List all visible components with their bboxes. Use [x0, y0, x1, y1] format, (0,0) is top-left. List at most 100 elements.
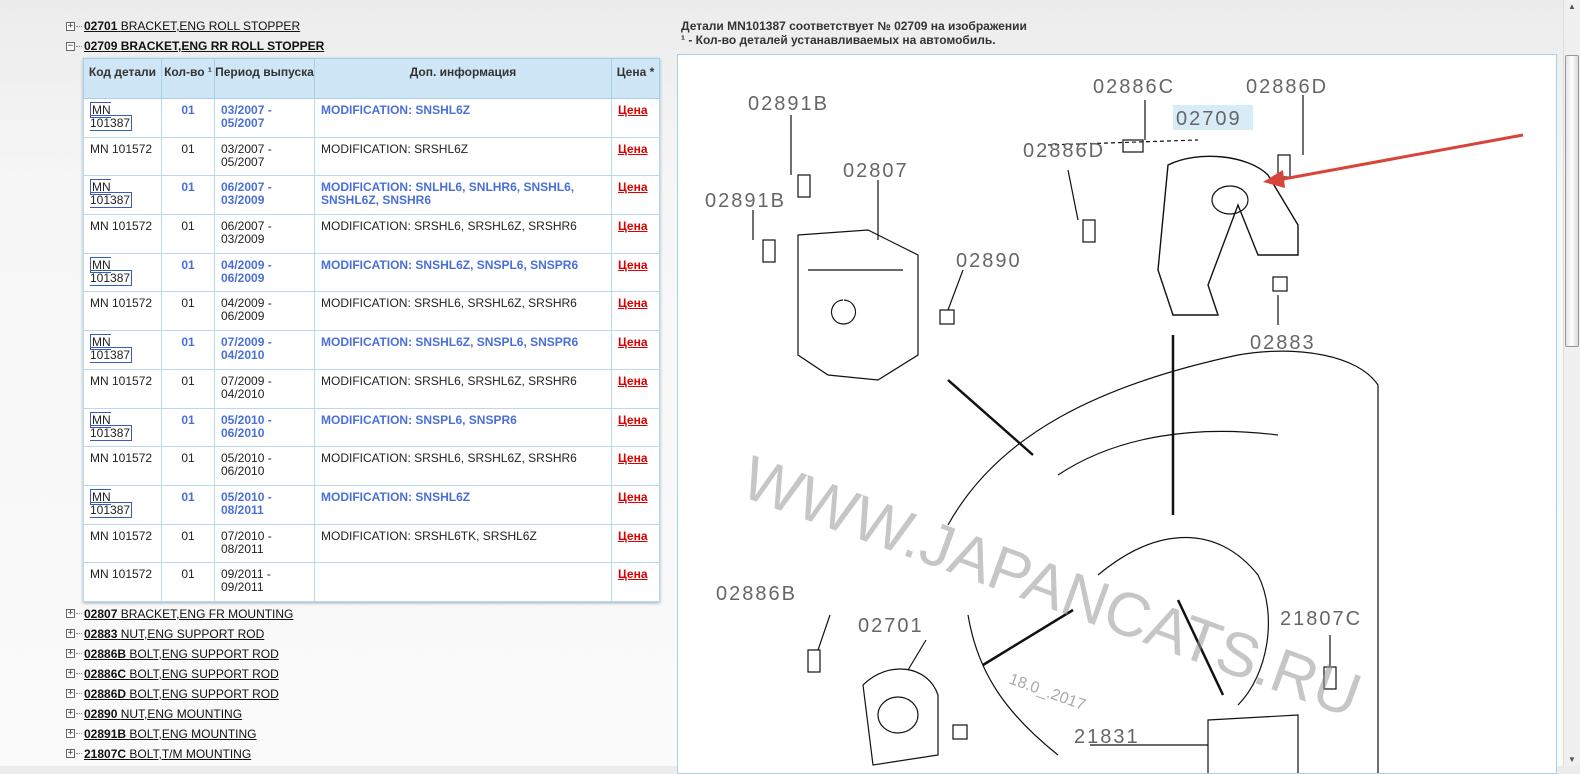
tree-node-link[interactable]: 21807C BOLT,T/M MOUNTING — [84, 747, 251, 761]
period-cell: 06/2007 - 03/2009 — [214, 175, 315, 216]
part-code-cell: MN 101387 — [83, 175, 162, 216]
price-link[interactable]: Цена — [618, 296, 648, 311]
period-cell: 05/2010 - 08/2011 — [214, 484, 315, 525]
callout-21807c[interactable]: 21807C — [1280, 608, 1362, 630]
tree-node-link[interactable]: 02807 BRACKET,ENG FR MOUNTING — [84, 607, 293, 621]
price-link[interactable]: Цена — [618, 451, 648, 466]
part-number: 02807 — [84, 606, 118, 621]
tree-node[interactable]: +02890 NUT,ENG MOUNTING — [66, 704, 666, 724]
part-code-cell: MN 101572 — [83, 368, 162, 409]
price-link[interactable]: Цена — [618, 219, 648, 234]
part-code: MN 101572 — [90, 528, 153, 543]
callout-02890[interactable]: 02890 — [956, 250, 1022, 272]
quantity-cell: 01 — [161, 330, 215, 370]
price-cell: Цена — [611, 407, 660, 448]
callout-02807[interactable]: 02807 — [843, 160, 909, 182]
callout-02891b[interactable]: 02891B — [705, 190, 786, 212]
callout-02886d[interactable]: 02886D — [1246, 76, 1328, 98]
tree-node-link[interactable]: 02890 NUT,ENG MOUNTING — [84, 707, 242, 721]
scrollbar-thumb[interactable] — [1565, 55, 1579, 347]
red-pointer-arrow — [1277, 133, 1524, 182]
collapse-icon[interactable]: − — [66, 40, 75, 51]
tree-node-link[interactable]: 02709 BRACKET,ENG RR ROLL STOPPER — [84, 39, 324, 53]
expand-icon[interactable]: + — [66, 708, 75, 719]
tree-node[interactable]: +02891B BOLT,ENG MOUNTING — [66, 724, 666, 744]
callout-02886b[interactable]: 02886B — [716, 583, 797, 605]
expand-icon[interactable]: + — [66, 20, 75, 31]
part-name: BRACKET,ENG ROLL STOPPER — [120, 19, 301, 33]
price-link[interactable]: Цена — [618, 180, 648, 195]
callout-21831[interactable]: 21831 — [1074, 726, 1140, 748]
quantity-cell: 01 — [161, 252, 215, 293]
callout-02891b[interactable]: 02891B — [748, 93, 829, 115]
expand-icon[interactable]: + — [66, 728, 75, 739]
column-header: Кол-во ¹ — [161, 58, 215, 99]
tree-node[interactable]: +02886C BOLT,ENG SUPPORT ROD — [66, 664, 666, 684]
expand-icon[interactable]: + — [66, 628, 75, 639]
info-cell: MODIFICATION: SRSHL6, SRSHL6Z, SRSHR6 — [314, 214, 612, 254]
tree-node-link[interactable]: 02891B BOLT,ENG MOUNTING — [84, 727, 257, 741]
expand-icon[interactable]: + — [66, 748, 75, 759]
quantity-cell: 01 — [161, 562, 215, 602]
part-code-cell: MN 101572 — [83, 523, 162, 564]
tree-node-link[interactable]: 02886B BOLT,ENG SUPPORT ROD — [84, 647, 279, 661]
price-cell: Цена — [611, 98, 660, 138]
scroll-down-icon[interactable]: ▼ — [1568, 755, 1576, 764]
expand-icon[interactable]: + — [66, 648, 75, 659]
tree-node[interactable]: +02807 BRACKET,ENG FR MOUNTING — [66, 604, 666, 624]
expand-icon[interactable]: + — [66, 608, 75, 619]
tree-node-link[interactable]: 02886D BOLT,ENG SUPPORT ROD — [84, 687, 279, 701]
part-code-cell: MN 101387 — [83, 98, 162, 138]
info-cell: MODIFICATION: SRSHL6, SRSHL6Z, SRSHR6 — [314, 446, 612, 486]
tree-connector — [76, 25, 82, 27]
part-code-cell: MN 101572 — [83, 214, 162, 254]
tree-node[interactable]: +02886D BOLT,ENG SUPPORT ROD — [66, 684, 666, 704]
price-link[interactable]: Цена — [618, 489, 648, 504]
callout-02886d[interactable]: 02886D — [1023, 140, 1105, 162]
part-name: BOLT,T/M MOUNTING — [129, 746, 252, 761]
part-code-cell: MN 101572 — [83, 562, 162, 602]
quantity-cell: 01 — [161, 175, 215, 216]
diagram-date: 18.0_.2017 — [1007, 671, 1088, 714]
quantity-cell: 01 — [161, 291, 215, 332]
tree-node[interactable]: +21807C BOLT,T/M MOUNTING — [66, 744, 666, 764]
part-name: BRACKET,ENG FR MOUNTING — [120, 606, 294, 621]
price-cell: Цена — [611, 175, 660, 216]
callout-02701[interactable]: 02701 — [858, 615, 924, 637]
tree-node-link[interactable]: 02886C BOLT,ENG SUPPORT ROD — [84, 667, 279, 681]
price-link[interactable]: Цена — [618, 257, 648, 272]
expand-icon[interactable]: + — [66, 668, 75, 679]
price-link[interactable]: Цена — [618, 567, 648, 582]
tree-node[interactable]: −02709 BRACKET,ENG RR ROLL STOPPER — [66, 36, 666, 56]
tree-connector — [76, 713, 82, 715]
price-link[interactable]: Цена — [618, 103, 648, 117]
callout-highlight — [1173, 105, 1253, 130]
tree-node-link[interactable]: 02883 NUT,ENG SUPPORT ROD — [84, 627, 264, 641]
period-cell: 06/2007 - 03/2009 — [214, 214, 315, 254]
price-link[interactable]: Цена — [618, 528, 648, 543]
info-cell: MODIFICATION: SNSHL6Z, SNSPL6, SNSPR6 — [314, 330, 612, 370]
callout-02709[interactable]: 02709 — [1176, 108, 1242, 130]
expand-icon[interactable]: + — [66, 688, 75, 699]
price-link[interactable]: Цена — [618, 373, 648, 388]
tree-node[interactable]: +02701 BRACKET,ENG ROLL STOPPER — [66, 16, 666, 36]
period-cell: 07/2009 - 04/2010 — [214, 330, 315, 370]
part-number: 02883 — [84, 626, 118, 641]
part-code-cell: MN 101572 — [83, 446, 162, 486]
tree-node-link[interactable]: 02701 BRACKET,ENG ROLL STOPPER — [84, 19, 300, 33]
price-link[interactable]: Цена — [618, 412, 648, 427]
info-cell: MODIFICATION: SRSHL6, SRSHL6Z, SRSHR6 — [314, 368, 612, 409]
info-cell: MODIFICATION: SRSHL6, SRSHL6Z, SRSHR6 — [314, 291, 612, 332]
tree-node[interactable]: +02883 NUT,ENG SUPPORT ROD — [66, 624, 666, 644]
tree-node[interactable]: +02886B BOLT,ENG SUPPORT ROD — [66, 644, 666, 664]
vertical-scrollbar[interactable]: ▲ ▼ — [1563, 0, 1580, 766]
part-name: BRACKET,ENG RR ROLL STOPPER — [120, 39, 325, 53]
callout-02883[interactable]: 02883 — [1250, 332, 1316, 354]
callout-02886c[interactable]: 02886C — [1093, 76, 1175, 98]
price-link[interactable]: Цена — [618, 141, 648, 156]
scroll-up-icon[interactable]: ▲ — [1568, 2, 1576, 11]
price-link[interactable]: Цена — [618, 335, 648, 350]
